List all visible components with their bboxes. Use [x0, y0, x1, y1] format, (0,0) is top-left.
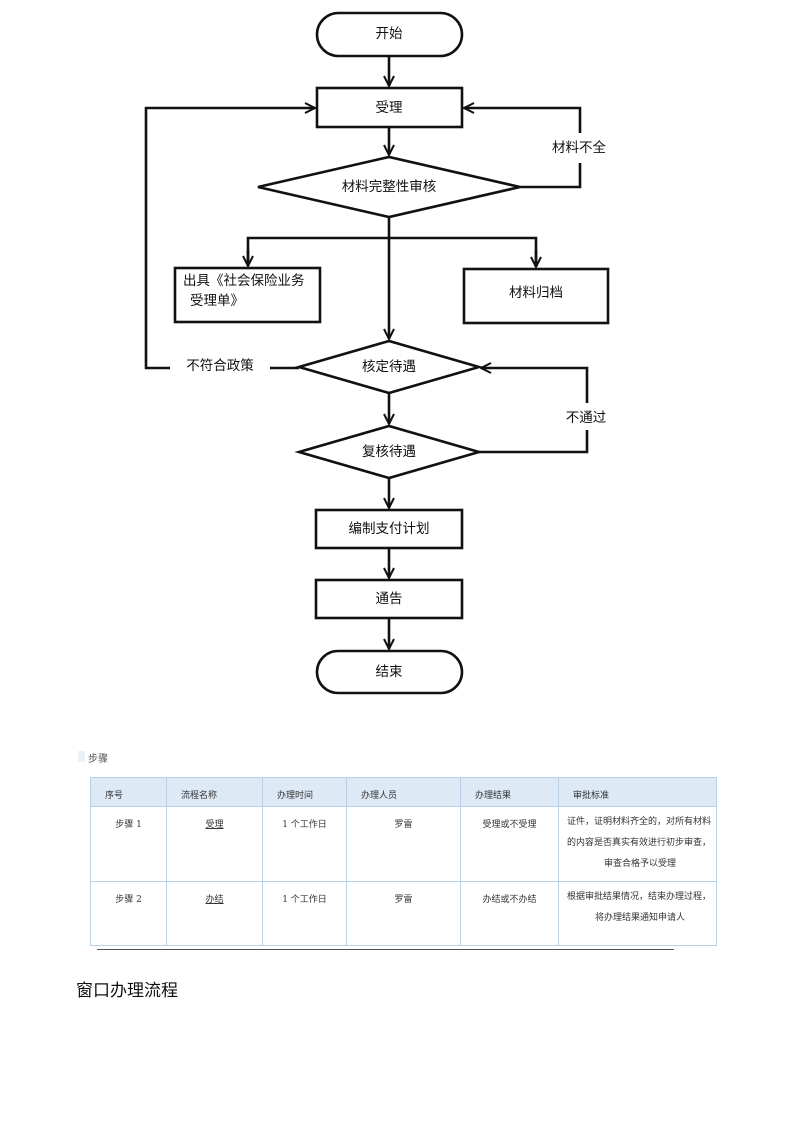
verify-decision	[294, 339, 484, 395]
header-no: 序号	[90, 777, 167, 807]
verify-label: 核定待遇	[362, 359, 416, 375]
incomplete-loop-arrow	[464, 108, 582, 133]
recheck-label: 复核待遇	[362, 443, 416, 460]
table-row: 步骤 1 受理 1 个工作日 罗雷 受理或不受理 证件，证明材料齐全的，对所有材…	[90, 806, 717, 882]
step-no: 步骤 1	[90, 806, 167, 882]
issue-box	[173, 266, 322, 324]
step-standard: 证件，证明材料齐全的，对所有材料 的内容是否真实有效进行初步审查， 审查合格予以…	[558, 806, 717, 882]
step-name-cell: 办结	[166, 881, 263, 946]
table-header-row: 序号 流程名称 办理时间 办理人员 办理结果 审批标准	[90, 777, 717, 807]
header-time: 办理时间	[262, 777, 347, 807]
not-eligible-loop-arrow	[144, 108, 315, 370]
step-name-cell: 受理	[166, 806, 263, 882]
step-name-link[interactable]: 办结	[205, 895, 224, 905]
not-passed-loop-line	[479, 430, 589, 454]
step-time: 1 个工作日	[262, 806, 347, 882]
section-heading: 窗口办理流程	[76, 981, 178, 1001]
standard-line: 证件，证明材料齐全的，对所有材料	[567, 817, 712, 827]
table-row: 步骤 2 办结 1 个工作日 罗雷 办结或不办结 根据审批结果情况，结束办理过程…	[90, 881, 717, 946]
not-eligible-label: 不符合政策	[186, 357, 254, 374]
step-result: 办结或不办结	[460, 881, 559, 946]
step-staff: 罗雷	[346, 881, 461, 946]
divider	[97, 949, 674, 950]
notify-label: 通告	[376, 591, 403, 607]
incomplete-loop-line	[520, 163, 582, 189]
issue-label-line2: 受理单》	[190, 293, 244, 309]
header-staff: 办理人员	[346, 777, 461, 807]
step-result: 受理或不受理	[460, 806, 559, 882]
step-time: 1 个工作日	[262, 881, 347, 946]
steps-table: 序号 流程名称 办理时间 办理人员 办理结果 审批标准 步骤 1 受理 1 个工…	[90, 777, 717, 946]
not-passed-loop-arrow	[481, 368, 589, 403]
review-label: 材料完整性审核	[342, 179, 437, 195]
accept-label: 受理	[376, 100, 403, 116]
standard-line: 审查合格予以受理	[603, 859, 676, 869]
step-no: 步骤 2	[90, 881, 167, 946]
plan-label: 编制支付计划	[349, 521, 430, 537]
not-passed-label: 不通过	[566, 410, 607, 426]
steps-section-label: 步骤	[78, 750, 108, 765]
header-result: 办理结果	[460, 777, 559, 807]
header-standard: 审批标准	[558, 777, 717, 807]
step-name-link[interactable]: 受理	[205, 820, 224, 830]
standard-line: 根据审批结果情况，结束办理过程，	[567, 892, 712, 902]
start-label: 开始	[376, 26, 403, 42]
header-name: 流程名称	[166, 777, 263, 807]
standard-line: 的内容是否真实有效进行初步审查，	[567, 838, 712, 848]
archive-box	[462, 267, 610, 325]
step-standard: 根据审批结果情况，结束办理过程， 将办理结果通知申请人	[558, 881, 717, 946]
incomplete-label: 材料不全	[552, 139, 606, 156]
end-terminal	[315, 649, 464, 695]
end-label: 结束	[376, 664, 403, 680]
issue-label-line1: 出具《社会保险业务	[183, 273, 305, 289]
standard-line: 将办理结果通知申请人	[594, 913, 685, 923]
branch-line	[246, 236, 538, 267]
archive-label: 材料归档	[509, 284, 563, 301]
step-staff: 罗雷	[346, 806, 461, 882]
flowchart: 开始 受理 材料不全 材料完整性审核 出具《社会保险业务 受理单》 材料归档 不…	[144, 11, 610, 695]
